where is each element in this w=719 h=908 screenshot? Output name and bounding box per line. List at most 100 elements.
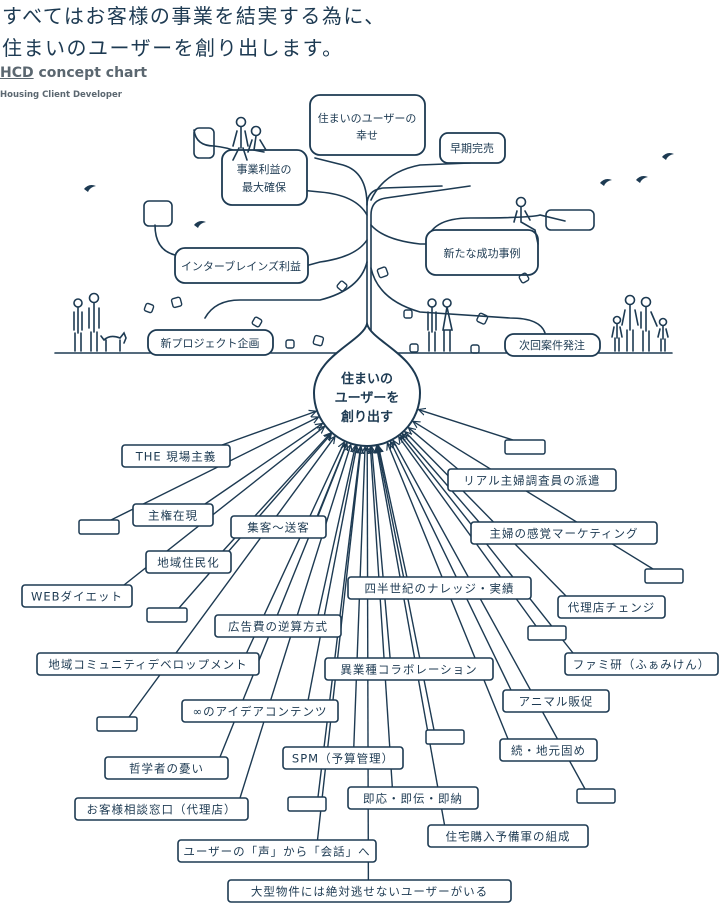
root-label-genba: THE 現場主義 <box>135 450 217 464</box>
person-figure <box>232 116 249 161</box>
root-box-famiken <box>564 652 719 676</box>
root-label-igyoushu: 異業種コラボレーション <box>340 663 477 677</box>
root-box-shukyaku <box>230 515 327 539</box>
node-profit <box>221 149 308 206</box>
root-arrow <box>419 410 514 441</box>
label-profit-2: 最大確保 <box>242 180 286 194</box>
root-label-sokuou: 即応・即伝・即納 <box>363 792 463 806</box>
empty-root-box <box>504 439 546 455</box>
tree-nodes <box>147 94 601 357</box>
birds <box>84 153 674 228</box>
root-box-sokuou <box>347 786 479 810</box>
root-arrow <box>371 448 393 788</box>
root-label-shuken: 主権在現 <box>148 509 198 523</box>
root-arrow <box>391 443 512 691</box>
root-label-chiiki: 地域住民化 <box>157 556 220 570</box>
root-box-oogata <box>227 879 512 903</box>
empty-root-box <box>644 568 684 584</box>
dog-figure <box>100 331 127 352</box>
root-label-animal: アニマル販促 <box>519 695 594 709</box>
root-label-shukyaku: 集客～送客 <box>247 521 310 535</box>
root-label-zoku: 続・地元固め <box>511 744 586 758</box>
core-line-2: ユーザーを <box>335 391 400 406</box>
tree-labels: 住まいのユーザーの 幸せ 早期完売 事業利益の 最大確保 新たな成功事例 インタ… <box>161 111 586 352</box>
label-early: 早期完売 <box>450 141 494 155</box>
label-top-goal-2: 幸せ <box>356 129 378 142</box>
branch-inter-small <box>154 224 176 256</box>
trunk-right <box>370 185 471 331</box>
root-label-juutaku: 住宅購入予備軍の組成 <box>446 830 571 844</box>
root-box-genba <box>121 444 231 468</box>
root-label-real: リアル主婦調査員の派遣 <box>463 474 600 488</box>
root-box-chiiki <box>145 550 232 574</box>
person-figure <box>247 125 267 153</box>
root-box-shuken <box>132 503 214 527</box>
label-profit-1: 事業利益の <box>237 162 292 176</box>
empty-root-box <box>146 607 188 623</box>
root-box-yonhan <box>347 576 532 600</box>
label-inter: インターブレインズ利益 <box>181 259 301 273</box>
root-box-real <box>447 468 617 492</box>
node-next <box>504 333 601 357</box>
root-label-kankaku: 主婦の感覚マーケティング <box>489 527 638 541</box>
root-label-famiken: ファミ研（ふぁみけん） <box>573 658 711 672</box>
root-label-koe: ユーザーの「声」から「会話」へ <box>183 845 370 859</box>
branch-next <box>370 267 546 334</box>
branch-success <box>370 224 427 245</box>
root-label-web: WEBダイエット <box>31 590 123 604</box>
empty-root-box <box>96 716 138 732</box>
root-box-juutaku <box>427 824 589 848</box>
root-arrow <box>379 447 408 578</box>
person-figure <box>73 298 83 352</box>
root-arrow <box>316 448 361 841</box>
root-box-tetsugaku <box>104 756 229 780</box>
empty-leaf <box>193 127 215 159</box>
root-box-content <box>181 699 339 723</box>
branch-newproj <box>204 261 368 319</box>
empty-leaf <box>143 200 173 227</box>
headline: すべてはお客様の事業を結実する為に、 住まいのユーザーを創り出します。 <box>2 0 386 64</box>
node-success <box>425 229 539 276</box>
person-figure <box>88 292 100 352</box>
root-label-community: 地域コミュニティデベロップメント <box>48 658 247 672</box>
chart-title-rest: concept chart <box>33 65 148 81</box>
chart-title-abbr: HCD <box>0 65 34 81</box>
label-next: 次回案件発注 <box>519 338 585 352</box>
branch-inter <box>308 239 368 266</box>
root-label-content: ∞のアイデアコンテンツ <box>192 705 327 719</box>
chart-title: HCD concept chart <box>0 65 147 81</box>
headline-line-1: すべてはお客様の事業を結実する為に、 <box>2 4 386 28</box>
label-top-goal-1: 住まいのユーザーの <box>318 111 417 125</box>
person-figure <box>611 315 623 352</box>
headline-line-2: 住まいのユーザーを創り出します。 <box>2 36 344 60</box>
root-box-koukoku <box>214 614 342 638</box>
root-arrow <box>204 424 322 505</box>
root-boxes: THE 現場主義主権在現集客～送客地域住民化WEBダイエット広告費の逆算方式四半… <box>21 439 719 903</box>
root-label-dairiten: 代理店チェンジ <box>568 601 656 615</box>
empty-root-box <box>425 729 465 745</box>
root-label-koukoku: 広告費の逆算方式 <box>228 620 328 634</box>
empty-leaf <box>545 209 595 231</box>
node-early <box>439 132 506 164</box>
core-label: 住まいの ユーザーを 創り出す <box>335 371 400 425</box>
root-arrow <box>409 428 459 470</box>
root-label-oogata: 大型物件には絶対逃せないユーザーがいる <box>251 885 488 899</box>
root-label-soudan: お客様相談窓口（代理店） <box>87 803 237 817</box>
root-arrow <box>110 417 318 521</box>
person-figure <box>513 196 539 245</box>
root-box-web <box>21 584 133 608</box>
root-label-spm: SPM（予算管理） <box>292 752 394 766</box>
root-arrow <box>372 448 391 659</box>
branch-early <box>370 162 471 201</box>
core-line-3: 創り出す <box>340 409 393 425</box>
root-arrow <box>307 447 356 701</box>
root-arrow <box>317 447 355 616</box>
empty-root-box <box>287 796 327 812</box>
root-box-spm <box>282 746 404 770</box>
root-box-soudan <box>74 797 249 821</box>
person-figure <box>427 298 437 352</box>
core-line-1: 住まいの <box>341 371 393 387</box>
root-arrow <box>406 432 567 597</box>
root-box-igyoushu <box>324 657 494 681</box>
